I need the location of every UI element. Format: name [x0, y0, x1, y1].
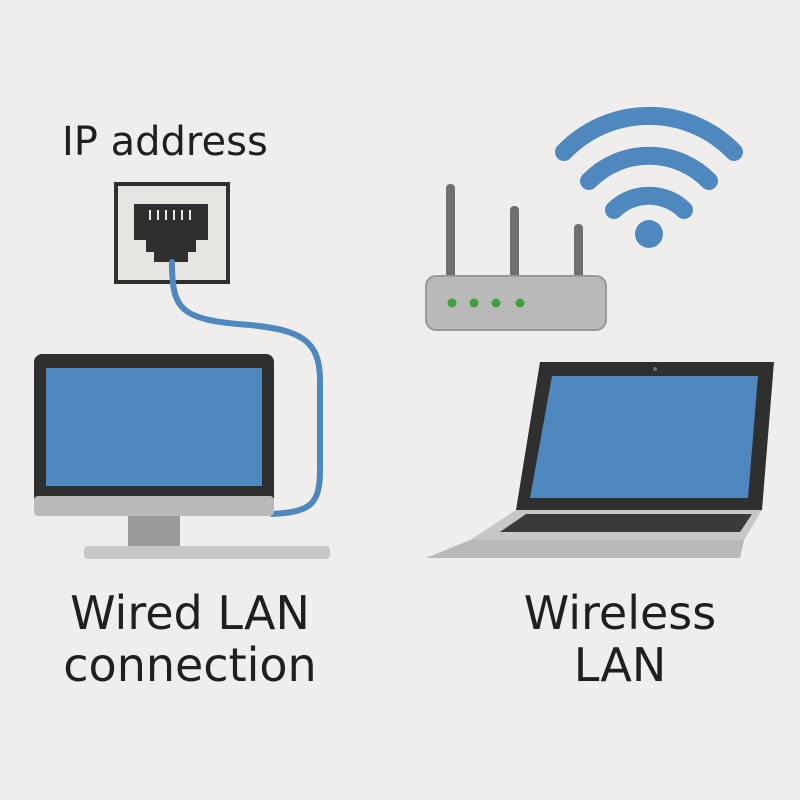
router-icon	[425, 184, 607, 331]
laptop-icon	[426, 362, 774, 558]
network-cable	[169, 259, 323, 517]
wireless-label-line-1: Wireless	[523, 586, 717, 640]
wired-lan-label: Wired LAN connection	[20, 586, 360, 692]
desktop-monitor-icon	[34, 354, 330, 559]
wired-label-line-1: Wired LAN	[70, 586, 310, 640]
wireless-label-line-2: LAN	[573, 637, 667, 692]
wired-label-line-2: connection	[63, 637, 317, 692]
ip-address-text: IP address	[62, 119, 268, 165]
wireless-lan-label: Wireless LAN	[460, 586, 780, 692]
wifi-icon	[555, 106, 743, 248]
ip-address-label: IP address	[40, 120, 300, 165]
